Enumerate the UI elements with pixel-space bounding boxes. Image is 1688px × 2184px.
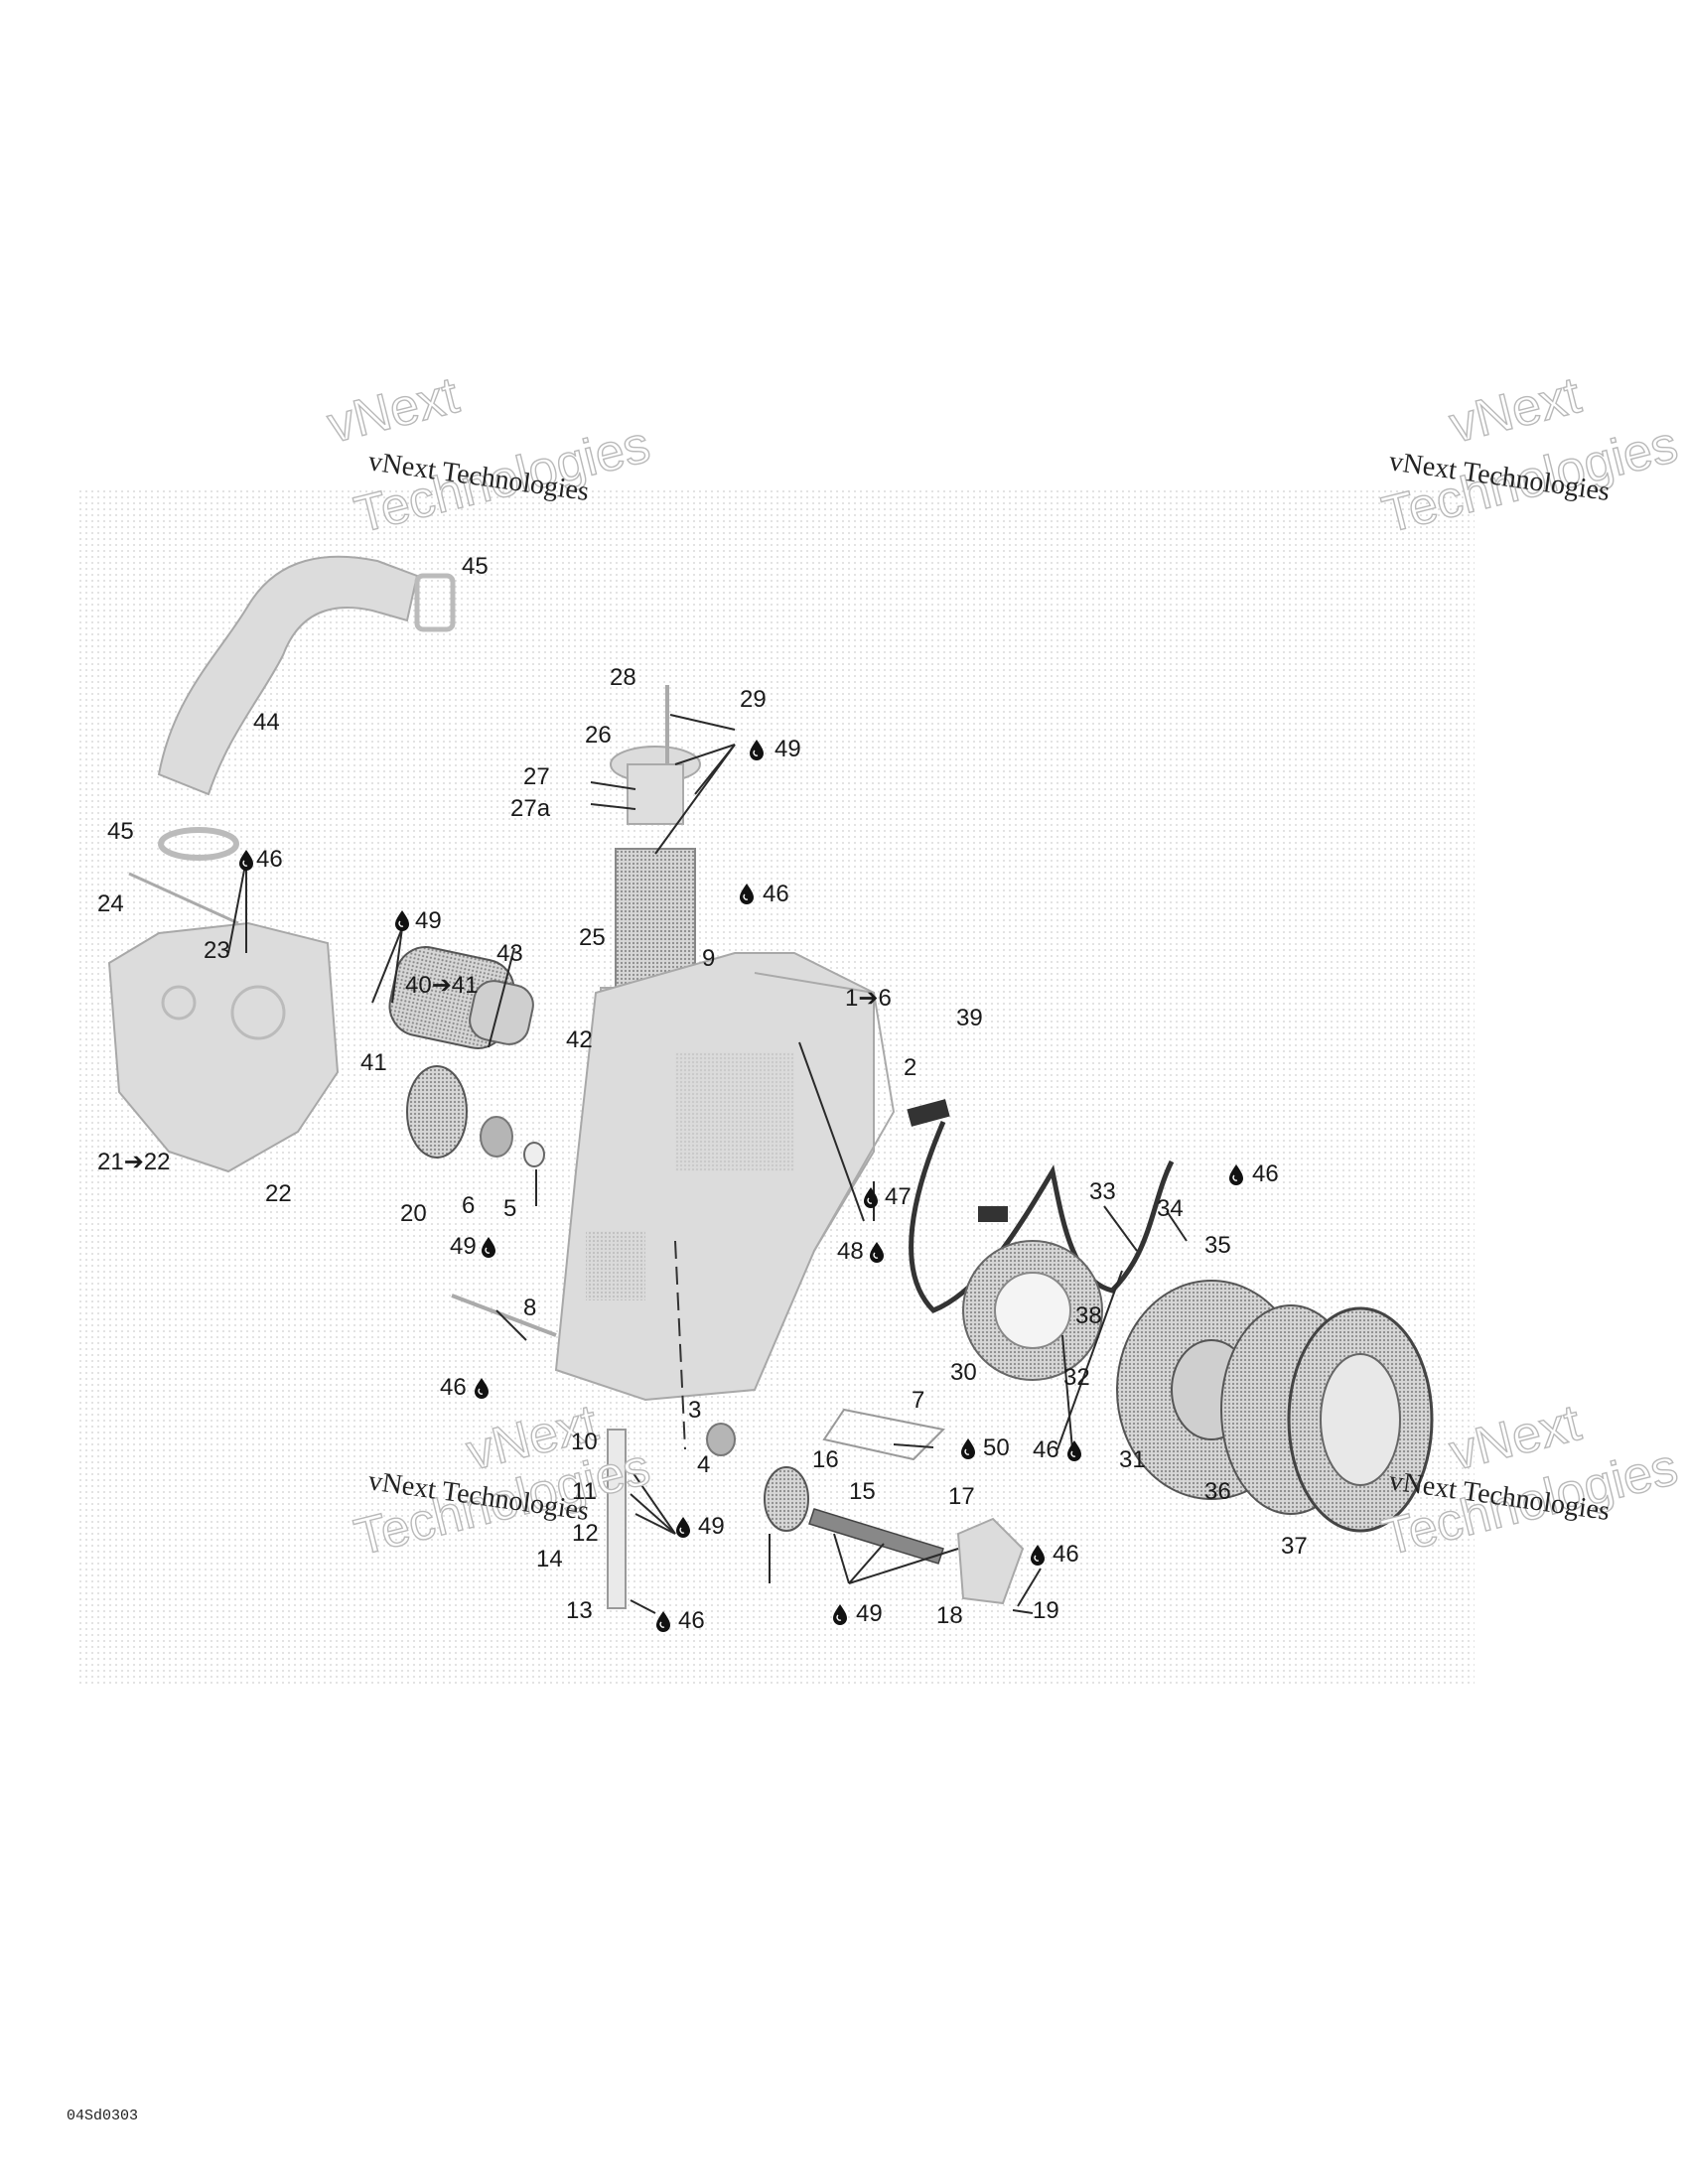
callout-18: 18 <box>936 1602 963 1629</box>
callout-46: 46 <box>678 1607 705 1634</box>
pump-housing-part-22 <box>107 921 340 1173</box>
callout-17: 17 <box>948 1483 975 1510</box>
callout-14: 14 <box>536 1546 563 1572</box>
hose-part-44 <box>157 555 419 796</box>
cover-part-17 <box>956 1517 1025 1605</box>
callout-39: 39 <box>956 1005 983 1031</box>
callout-32: 32 <box>1063 1364 1090 1391</box>
drawing-code: 04Sd0303 <box>67 2108 138 2124</box>
callout-46: 46 <box>1033 1436 1059 1463</box>
callout-49: 49 <box>774 736 801 762</box>
callout-42: 42 <box>566 1026 593 1053</box>
shaft-part-15 <box>808 1508 944 1565</box>
callout-46: 46 <box>1252 1160 1279 1187</box>
watermark-top-right: vNext Technologies vNext Technologies <box>1376 365 1684 545</box>
bolt-part-24 <box>128 872 239 925</box>
part-illustrations <box>107 555 1434 1609</box>
valve-stack-parts-10-14 <box>607 1429 627 1609</box>
impeller-part-20 <box>406 1065 468 1159</box>
callout-2: 2 <box>904 1054 916 1081</box>
callout-20: 20 <box>400 1200 427 1227</box>
leader-lines <box>227 714 1188 1614</box>
gear-part-16 <box>764 1466 809 1532</box>
svg-text:vNext: vNext <box>322 366 465 455</box>
bolt-part-8 <box>451 1294 557 1337</box>
callout-45: 45 <box>107 818 134 845</box>
callout-1-6: 1➔6 <box>845 985 892 1012</box>
callout-25: 25 <box>579 924 606 951</box>
clamp-part-45 <box>158 827 239 861</box>
callout-31: 31 <box>1119 1446 1146 1473</box>
callout-27: 27 <box>523 763 550 790</box>
callout-40-41: 40➔41 <box>405 972 479 999</box>
callout-49: 49 <box>415 907 442 934</box>
callout-45: 45 <box>462 553 489 580</box>
callout-33: 33 <box>1089 1178 1116 1205</box>
callout-43: 43 <box>496 940 523 967</box>
part-4 <box>706 1423 736 1456</box>
callout-46: 46 <box>763 881 789 907</box>
callout-24: 24 <box>97 890 124 917</box>
callout-49: 49 <box>698 1513 725 1540</box>
callout-7: 7 <box>912 1387 924 1414</box>
callout-41: 41 <box>360 1049 387 1076</box>
callout-23: 23 <box>204 937 230 964</box>
callout-3: 3 <box>688 1397 701 1424</box>
callout-4: 4 <box>697 1451 710 1478</box>
callout-47: 47 <box>885 1183 912 1210</box>
callout-9: 9 <box>702 945 715 972</box>
callout-50: 50 <box>983 1434 1010 1461</box>
callout-28: 28 <box>610 664 636 691</box>
callout-29: 29 <box>740 686 767 713</box>
callout-11: 11 <box>572 1478 597 1505</box>
callout-12: 12 <box>572 1520 599 1547</box>
wiring-harness-part-39 <box>909 1121 1175 1313</box>
callout-46: 46 <box>1053 1541 1079 1568</box>
callout-22: 22 <box>265 1180 292 1207</box>
callout-labels: 45 44 45 46 24 23 49 40➔41 43 41 42 21➔2… <box>97 553 1308 1634</box>
callout-27a: 27a <box>510 795 551 822</box>
callout-19: 19 <box>1033 1597 1059 1624</box>
callout-5: 5 <box>503 1195 516 1222</box>
clamp-part-45-top <box>414 573 456 632</box>
callout-37: 37 <box>1281 1533 1308 1560</box>
cylinder-part-25 <box>615 848 696 989</box>
callout-35: 35 <box>1204 1232 1231 1259</box>
callout-13: 13 <box>566 1597 593 1624</box>
part-5 <box>523 1142 545 1167</box>
callout-49: 49 <box>450 1233 477 1260</box>
callout-16: 16 <box>812 1446 839 1473</box>
part-6 <box>480 1116 513 1158</box>
callout-46: 46 <box>440 1374 467 1401</box>
callout-38: 38 <box>1075 1302 1102 1329</box>
callout-15: 15 <box>849 1478 876 1505</box>
callout-10: 10 <box>571 1429 598 1455</box>
callout-44: 44 <box>253 709 280 736</box>
callout-36: 36 <box>1204 1478 1231 1505</box>
callout-21-22: 21➔22 <box>97 1149 171 1175</box>
callout-49: 49 <box>856 1600 883 1627</box>
callout-48: 48 <box>837 1238 864 1265</box>
callout-8: 8 <box>523 1295 536 1321</box>
gasket-part-7 <box>822 1408 946 1461</box>
callout-46: 46 <box>256 846 283 873</box>
callout-6: 6 <box>462 1192 475 1219</box>
callout-30: 30 <box>950 1359 977 1386</box>
callout-34: 34 <box>1157 1195 1184 1222</box>
callout-26: 26 <box>585 722 612 749</box>
